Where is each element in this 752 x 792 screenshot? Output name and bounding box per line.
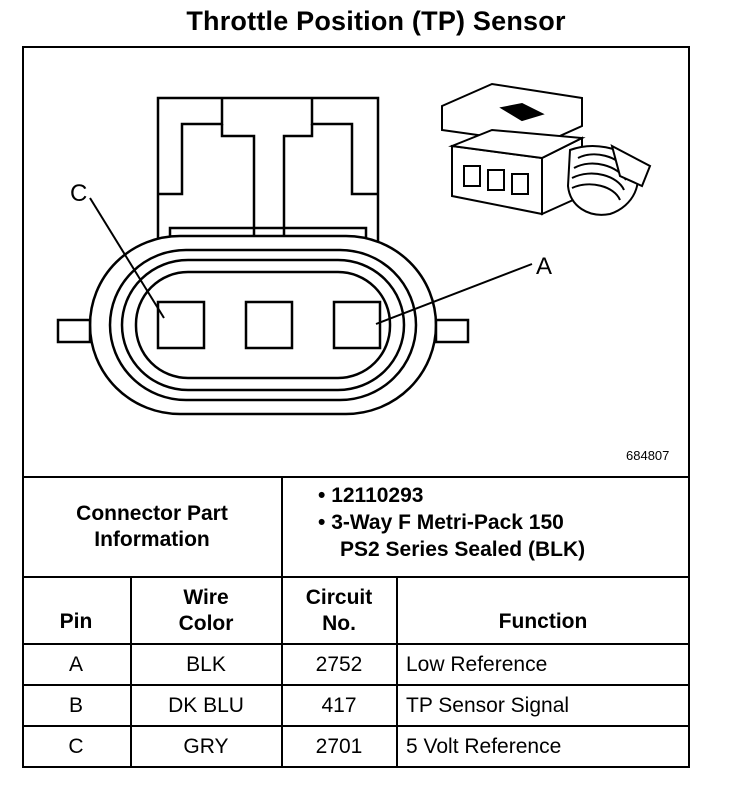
connector-info-details: • 12110293 • 3-Way F Metri-Pack 150 PS2 … [318,482,585,563]
row-b-wire: DK BLU [168,693,244,717]
pin-label-c: C [70,180,87,207]
row-c-circuit: 2701 [315,734,363,758]
row-b-circuit: 417 [321,693,357,717]
latch-t-stem [220,124,314,240]
connector-isometric-icon [441,82,652,216]
row-a-pin: A [68,652,83,676]
table-header-top-border [22,576,690,578]
table-divider-circuit [396,576,398,768]
header-pin: Pin [59,610,93,633]
terminal-cavity-a [332,300,382,350]
right-mounting-tab [434,318,470,344]
row-c-pin: C [68,734,84,758]
connector-face-diagram: C A [56,82,652,416]
description-item-continued: PS2 Series Sealed (BLK) [340,538,586,561]
connector-seal-ring [108,248,418,402]
header-wire-color: Wire Color [178,585,234,635]
connector-face [134,270,392,380]
latch-left-edge [158,98,224,196]
table-divider-pin [130,576,132,768]
description-item: • 3-Way F Metri-Pack 150 [318,511,564,534]
terminal-cavity-b [244,300,294,350]
table-top-border [22,476,690,478]
header-function: Function [498,610,588,633]
table-row-divider-2 [22,725,690,727]
page-title: Throttle Position (TP) Sensor [186,6,566,36]
table-header-bottom-border [22,643,690,645]
table-row-divider-1 [22,684,690,686]
row-b-pin: B [68,693,83,717]
connector-inner-ring [120,258,406,392]
row-c-function: 5 Volt Reference [406,734,562,758]
leader-line-a [375,263,533,325]
left-mounting-tab [56,318,92,344]
diagram-frame [22,46,690,768]
row-a-function: Low Reference [406,652,548,676]
part-number-item: • 12110293 [318,484,424,507]
row-a-wire: BLK [186,652,226,676]
connector-info-label: Connector Part Information [76,502,228,551]
row-b-function: TP Sensor Signal [406,693,570,717]
row-a-circuit: 2752 [315,652,363,676]
latch-right-edge [310,98,378,196]
terminal-cavity-c [156,300,206,350]
table-divider-info [281,476,283,768]
pin-label-a: A [536,253,552,280]
header-circuit-no: Circuit No. [305,585,373,635]
leader-line-c [89,197,165,319]
row-c-wire: GRY [183,734,229,758]
connector-latch-housing [156,96,380,250]
figure-number: 684807 [626,448,670,463]
